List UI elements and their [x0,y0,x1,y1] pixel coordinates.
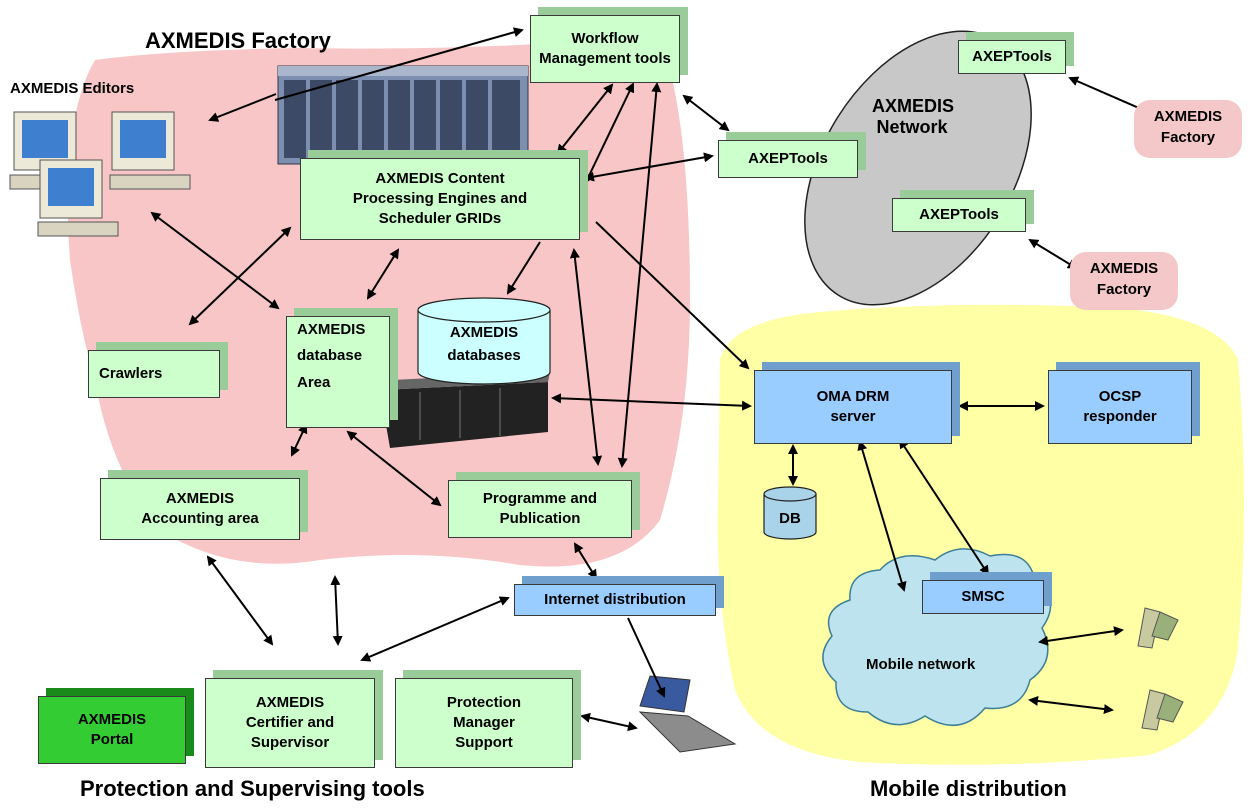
oma-line2: server [830,408,876,425]
database-area-line2: database [297,347,363,365]
database-area-box[interactable]: AXMEDIS database Area [286,316,390,428]
workflow-line1: Workflow [571,29,639,47]
arrow-cloud-phone2 [1028,696,1114,714]
connectors [150,27,1150,732]
db-label: DB [779,510,801,527]
axeptools-top-box[interactable]: AXEPTools [958,40,1066,74]
factory-right-top-line2: Factory [1160,129,1216,146]
internet-distribution-box[interactable]: Internet distribution [514,584,716,616]
arrow-engines-programme [569,248,603,466]
factory-title: AXMEDIS Factory [145,28,331,53]
arrow-protection-laptop [580,712,638,732]
arrow-rack-editors [208,93,277,122]
arrow-accounting-certifier [206,555,274,646]
oma-drm-box[interactable]: OMA DRM server [754,370,952,444]
certifier-line3: Supervisor [250,734,330,752]
network-title-line2: Network [876,117,948,137]
smsc-box[interactable]: SMSC [922,580,1044,614]
db-cylinder [763,486,817,540]
accounting-box[interactable]: AXMEDIS Accounting area [100,478,300,540]
portal-line2: Portal [90,731,134,748]
crawlers-box[interactable]: Crawlers [88,350,220,398]
server-rack-image [277,65,529,165]
ocsp-box[interactable]: OCSP responder [1048,370,1192,444]
mobile-title: Mobile distribution [870,776,1067,801]
content-engines-line1: AXMEDIS Content [375,169,505,187]
factory-right-bottom[interactable]: AXMEDIS Factory [1070,252,1178,310]
arrow-accounting-dbarea [290,423,308,457]
phone-image-1 [1137,607,1179,649]
arrow-cloud-phone1 [1038,626,1124,646]
arrow-dbserver-oma [551,393,752,411]
arrow-engines-dbarea [366,248,400,300]
network-title-line1: AXMEDIS [872,96,955,116]
databases-label: AXMEDIS databases [422,322,546,367]
axeptools-main-box[interactable]: AXEPTools [718,140,858,178]
arrow-engines-databases [506,241,541,295]
arrow-axep-factory-bottom [1028,238,1078,270]
arrow-workflow-axep [682,94,730,132]
oma-line1: OMA DRM [816,387,890,405]
databases-cylinder [417,297,551,385]
arrow-oma-cloud [857,440,907,592]
arrow-internet-laptop [627,617,666,698]
certifier-line1: AXMEDIS [255,693,325,711]
arrow-dbarea-programme [346,430,442,507]
content-engines-line2: Processing Engines and [352,189,528,207]
mobile-network-label: Mobile network [866,656,976,673]
arrow-certifier-vertical [330,575,343,646]
protection-title: Protection and Supervising tools [80,776,425,801]
arrow-programme-internet [573,542,598,580]
protection-manager-box[interactable]: Protection Manager Support [395,678,573,768]
arrow-rack-workflow [274,27,524,101]
arrow-certifier-internet [360,596,510,662]
workflow-box[interactable]: Workflow Management tools [530,15,680,83]
arrow-axep-factory-top [1068,76,1150,114]
content-engines-line3: Scheduler GRIDs [378,210,502,228]
protection-manager-line1: Protection [446,693,522,711]
programme-line1: Programme and [482,489,598,507]
accounting-line1: AXMEDIS [165,489,235,507]
accounting-line2: Accounting area [141,510,259,527]
portal-box[interactable]: AXMEDIS Portal [38,696,186,764]
portal-line1: AXMEDIS [77,710,147,728]
arrow-oma-smsc [898,438,990,576]
certifier-box[interactable]: AXMEDIS Certifier and Supervisor [205,678,375,768]
protection-manager-line2: Manager [453,713,515,731]
factory-right-bottom-line1: AXMEDIS [1089,260,1159,277]
arrow-crawlers-engines [188,226,292,326]
factory-right-bottom-line2: Factory [1096,281,1152,298]
network-title: AXMEDIS Network [872,96,955,138]
databases-line1: AXMEDIS [449,324,519,341]
editor-computers-image [9,111,191,237]
axeptools-mid-box[interactable]: AXEPTools [892,198,1026,232]
laptop-image [638,675,737,753]
content-engines-box[interactable]: AXMEDIS Content Processing Engines and S… [300,158,580,240]
factory-right-top[interactable]: AXMEDIS Factory [1134,100,1242,158]
programme-box[interactable]: Programme and Publication [448,480,632,538]
ocsp-line2: responder [1083,408,1157,425]
protection-manager-line3: Support [455,734,513,752]
factory-right-top-line1: AXMEDIS [1153,108,1223,125]
workflow-line2: Management tools [539,50,671,67]
editors-title: AXMEDIS Editors [10,80,135,97]
programme-line2: Publication [499,510,581,527]
database-area-line1: AXMEDIS [297,321,366,338]
database-area-line3: Area [297,373,331,391]
ocsp-line1: OCSP [1098,387,1142,405]
certifier-line2: Certifier and [245,713,335,731]
databases-line2: databases [447,346,521,364]
phone-image-2 [1141,689,1184,731]
